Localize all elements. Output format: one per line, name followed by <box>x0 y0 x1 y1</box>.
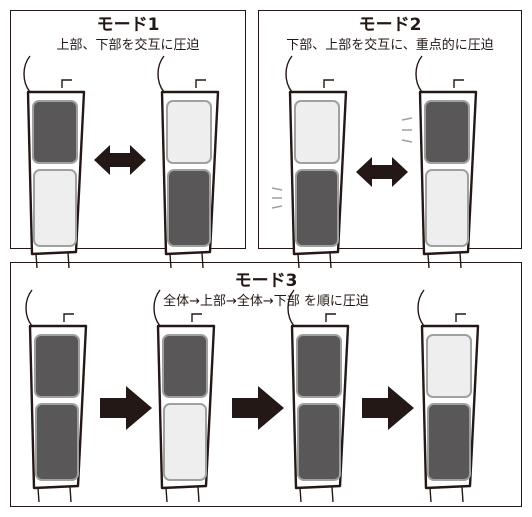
double-arrow-icon <box>356 157 408 187</box>
upper-chamber <box>32 100 78 164</box>
right-arrow-icon <box>362 386 414 430</box>
vibration-lines-icon <box>401 117 413 143</box>
double-arrow-icon <box>94 145 146 175</box>
mode1-title: モード1 <box>96 15 160 35</box>
right-arrow-icon <box>232 386 284 430</box>
mode3-description: 全体→上部→全体→下部 を順に圧迫 <box>163 294 369 309</box>
lower-chamber <box>163 403 207 481</box>
lower-chamber <box>33 169 77 247</box>
upper-chamber <box>424 100 470 164</box>
lower-chamber <box>297 403 341 481</box>
mode3-title: モード3 <box>234 271 298 291</box>
lower-chamber <box>427 403 471 481</box>
upper-chamber <box>166 100 212 164</box>
upper-chamber <box>296 334 342 398</box>
upper-chamber <box>34 334 80 398</box>
mode2-title: モード2 <box>358 15 422 35</box>
mode1-description: 上部、下部を交互に圧迫 <box>56 38 200 53</box>
lower-chamber <box>167 169 211 247</box>
upper-chamber <box>426 334 472 398</box>
lower-chamber <box>295 169 339 247</box>
upper-chamber <box>162 334 208 398</box>
right-arrow-icon <box>100 386 152 430</box>
mode2-description: 下部、上部を交互に、重点的に圧迫 <box>286 38 494 53</box>
vibration-lines-icon <box>271 187 283 209</box>
lower-chamber <box>35 403 79 481</box>
upper-chamber <box>294 100 340 164</box>
lower-chamber <box>425 169 469 247</box>
